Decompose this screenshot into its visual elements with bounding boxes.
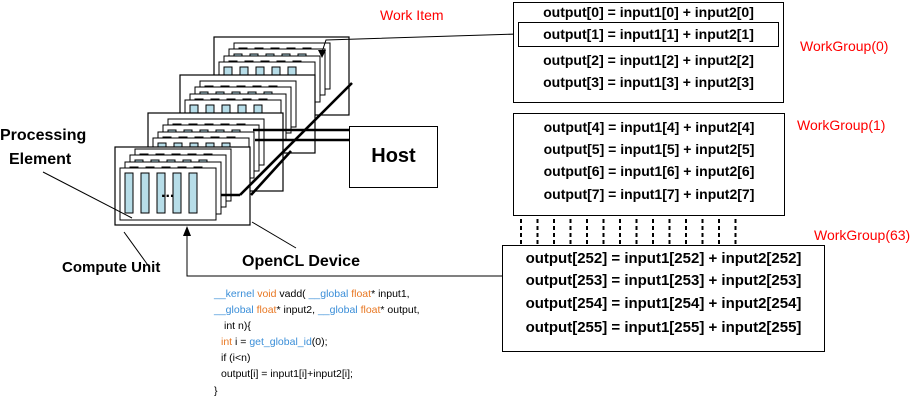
workgroup-1-box: output[4] = input1[4] + input2[4] output… xyxy=(513,113,785,216)
host-label: Host xyxy=(371,145,416,167)
compute-unit-leader xyxy=(123,231,151,269)
code-line: int n){ xyxy=(214,318,420,334)
workgroup-1-line: output[4] = input1[4] + input2[4] xyxy=(543,119,755,135)
workgroup-0-box: output[0] = input1[0] + input2[0] output… xyxy=(513,2,784,103)
code-token: float xyxy=(351,288,372,300)
code-token: vadd( xyxy=(276,288,309,300)
ellipsis-label: ... xyxy=(161,184,175,201)
code-line: if (i<n) xyxy=(214,350,420,366)
processing-element-bar xyxy=(124,172,134,214)
workgroup-63-box: output[252] = input1[252] + input2[252] … xyxy=(502,245,825,352)
code-token: __global xyxy=(308,288,349,300)
processing-element-label-line1: Processing xyxy=(0,127,87,144)
workgroup-63-line: output[252] = input1[252] + input2[252] xyxy=(525,250,802,267)
processing-element-label-line2: Element xyxy=(9,151,72,168)
code-token: get_global_id xyxy=(249,336,312,349)
code-line: __global float* input2, __global float* … xyxy=(214,302,420,318)
processing-element-bar xyxy=(188,172,198,214)
workgroup-0-line: output[0] = input1[0] + input2[0] xyxy=(543,4,754,20)
code-token: output[i] = input1[i]+input2[i]; xyxy=(221,368,353,381)
workgroup-63-line: output[254] = input1[254] + input2[254] xyxy=(525,295,802,312)
work-item-highlight-box xyxy=(518,22,779,47)
workgroup-1-line: output[5] = input1[5] + input2[5] xyxy=(543,141,755,157)
processing-element-bar xyxy=(172,172,182,214)
code-line: __kernel void vadd( __global float* inpu… xyxy=(214,286,420,302)
workgroup-0-line: output[3] = input1[3] + input2[3] xyxy=(543,74,754,90)
code-token: float xyxy=(256,304,277,317)
code-token: __kernel xyxy=(214,288,255,300)
work-item-label: Work Item xyxy=(380,7,444,23)
code-line: } xyxy=(214,383,420,399)
workgroup-0-line: output[2] = input1[2] + input2[2] xyxy=(543,52,754,68)
code-line: int i = get_global_id(0); xyxy=(214,334,420,350)
processing-element-bar xyxy=(140,172,150,214)
workgroup-63-line: output[255] = input1[255] + input2[255] xyxy=(525,319,802,336)
host-box: Host xyxy=(349,126,438,188)
processing-element-bar xyxy=(156,172,166,214)
workgroup-63-label: WorkGroup(63) xyxy=(814,227,911,243)
code-token: float xyxy=(360,304,381,317)
code-token: i = xyxy=(232,336,250,349)
workgroup-arrowhead xyxy=(183,226,191,236)
code-token: * input2, xyxy=(276,304,318,317)
code-token: * output, xyxy=(380,304,420,317)
code-token: int xyxy=(221,336,233,349)
code-token: } xyxy=(214,384,218,397)
work-item-arrowhead xyxy=(318,50,326,58)
work-group-panel xyxy=(119,167,217,221)
workgroup-arrow xyxy=(186,232,502,277)
workgroup-0-line: output[1] = input1[1] + input2[1] xyxy=(543,26,754,42)
device-border-line xyxy=(250,150,292,196)
code-line: output[i] = input1[i]+input2[i]; xyxy=(214,366,420,382)
work-item-arrow xyxy=(321,33,519,53)
code-token: if (i<n) xyxy=(221,352,251,365)
workgroup-1-label: WorkGroup(1) xyxy=(797,117,886,133)
kernel-code: __kernel void vadd( __global float* inpu… xyxy=(214,286,420,399)
code-token: * input1, xyxy=(371,288,410,300)
code-token: __global xyxy=(317,304,358,317)
workgroup-1-line: output[7] = input1[7] + input2[7] xyxy=(543,186,755,202)
workgroup-1-line: output[6] = input1[6] + input2[6] xyxy=(543,163,755,179)
code-token: __global xyxy=(214,304,254,317)
opencl-device-leader xyxy=(251,221,297,249)
code-token: void xyxy=(257,288,277,300)
opencl-device-label: OpenCL Device xyxy=(242,253,360,270)
code-token: int n){ xyxy=(224,320,251,333)
processing-element-leader xyxy=(42,171,133,219)
workgroup-63-line: output[253] = input1[253] + input2[253] xyxy=(525,272,802,289)
compute-unit-label: Compute Unit xyxy=(62,259,161,276)
code-token: (0); xyxy=(311,336,328,349)
workgroup-0-label: WorkGroup(0) xyxy=(800,38,889,54)
